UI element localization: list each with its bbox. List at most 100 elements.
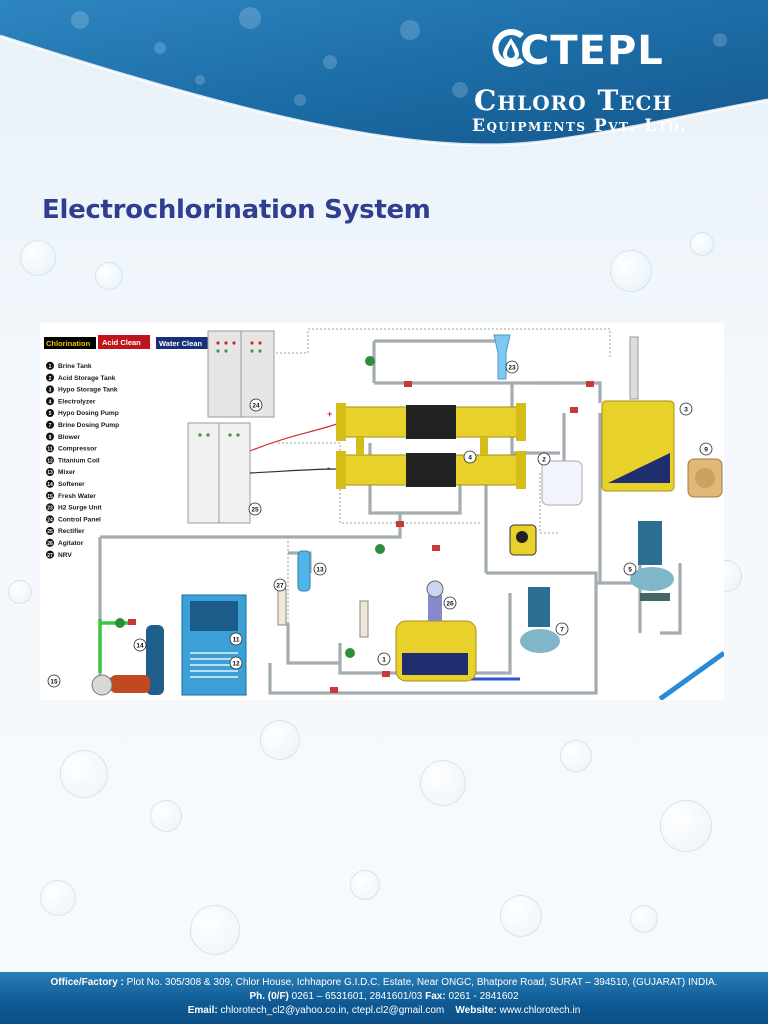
callout-number: 26 — [446, 600, 454, 607]
callout: 23 — [505, 360, 519, 374]
callout: 25 — [248, 502, 262, 516]
footer-phone: Ph. (0/F) 0261 – 6531601, 2841601/03 Fax… — [0, 991, 768, 1002]
polarity-positive: + — [327, 409, 332, 419]
callout: 4 — [463, 450, 477, 464]
callout: 27 — [273, 578, 287, 592]
website-link[interactable]: www.chlorotech.in — [499, 1005, 581, 1016]
company-name: Chloro Tech — [474, 84, 673, 117]
callout-circle — [47, 674, 61, 688]
office-address: Plot No. 305/308 & 309, Chlor House, Ich… — [126, 977, 718, 988]
tab-chlorination: Chlorination — [46, 339, 91, 348]
droplet-logo-icon — [492, 29, 524, 67]
legend-number-badge — [46, 385, 54, 394]
mode-tabs: Chlorination Acid Clean Water Clean — [44, 335, 208, 349]
legend-number: 4 — [49, 399, 52, 405]
control-panel — [207, 330, 275, 418]
legend-number: 14 — [47, 482, 53, 488]
legend-label: Fresh Water — [58, 493, 96, 500]
callout: 3 — [679, 402, 693, 416]
legend-label: Softener — [58, 481, 85, 488]
legend-label: H2 Surge Unit — [58, 505, 102, 512]
callout: 12 — [229, 656, 243, 670]
callout-number: 23 — [508, 364, 516, 371]
legend-label: Hypo Storage Tank — [58, 387, 118, 394]
legend-number-badge — [46, 468, 54, 476]
callout-number: 7 — [560, 626, 564, 633]
callout-circle — [133, 638, 147, 652]
callout-number: 3 — [684, 406, 688, 413]
legend-number-badge — [46, 409, 54, 417]
legend-item: 4 Electrolyzer — [46, 397, 96, 405]
hypo-storage-tank — [601, 336, 675, 492]
office-label: Office/Factory : — [50, 977, 124, 988]
hypo-dosing-pump — [630, 521, 674, 601]
fax-number: 0261 - 2841602 — [448, 991, 519, 1002]
legend-number-badge — [46, 527, 54, 535]
callout-circle — [463, 450, 477, 464]
callout-circle — [443, 596, 457, 610]
callout-number: 11 — [233, 636, 240, 643]
footer-address: Office/Factory : Plot No. 305/308 & 309,… — [0, 977, 768, 988]
legend-number: 2 — [49, 376, 52, 382]
callout-circle — [537, 452, 551, 466]
callout-circle — [229, 632, 243, 646]
callout: 5 — [623, 562, 637, 576]
callout-circle — [377, 652, 391, 666]
callout-number: 4 — [468, 454, 472, 461]
mixer — [297, 550, 311, 592]
callout-number: 14 — [136, 642, 144, 649]
page-title: Electrochlorination System — [42, 195, 431, 225]
email-label: Email: — [187, 1005, 218, 1016]
legend-number-badge — [46, 432, 54, 441]
legend-label: Electrolyzer — [58, 398, 96, 405]
callout-circle — [699, 442, 713, 456]
legend-number: 11 — [47, 447, 53, 453]
footer-contact: Email: chlorotech_cl2@yahoo.co.in, ctepl… — [0, 1005, 768, 1016]
legend-number: 24 — [47, 517, 53, 523]
legend-number: 26 — [47, 541, 53, 547]
valves — [115, 356, 385, 658]
callout-number: 27 — [276, 582, 284, 589]
legend-label: Brine Tank — [58, 363, 92, 370]
rotameters — [277, 588, 369, 638]
website-label: Website: — [455, 1005, 497, 1016]
callout-number: 12 — [232, 660, 240, 667]
legend-label: Rectifier — [58, 528, 85, 535]
callout-circle — [623, 562, 637, 576]
callout-number: 1 — [382, 656, 386, 663]
callout-circle — [229, 656, 243, 670]
electrolyzer — [336, 403, 526, 489]
callout-number: 25 — [251, 506, 259, 513]
legend-number: 5 — [49, 411, 52, 417]
tab-acid-clean: Acid Clean — [102, 338, 141, 347]
callout: 13 — [313, 562, 327, 576]
legend-number-badge — [46, 503, 54, 512]
legend-number-badge — [46, 456, 54, 465]
h2-surge-unit — [493, 334, 511, 380]
callout: 15 — [47, 674, 61, 688]
rectifier — [187, 422, 251, 524]
legend-number: 7 — [49, 423, 52, 429]
header-wave — [0, 0, 768, 147]
callout: 9 — [699, 442, 713, 456]
email-address[interactable]: chlorotech_cl2@yahoo.co.in, ctepl.cl2@gm… — [220, 1005, 445, 1016]
callout-circle — [505, 360, 519, 374]
fresh-water-pump — [91, 674, 150, 696]
callout: 24 — [249, 398, 263, 412]
callout-number: 24 — [252, 402, 260, 409]
legend-number-badge — [46, 420, 54, 429]
phone-label: Ph. (0/F) — [249, 991, 289, 1002]
legend-label: Compressor — [58, 446, 97, 453]
legend-number-badge — [46, 491, 54, 500]
legend-item: 14 Softener — [46, 479, 85, 488]
legend-label: Titanium Coil — [58, 457, 100, 464]
legend-label: NRV — [58, 552, 72, 559]
